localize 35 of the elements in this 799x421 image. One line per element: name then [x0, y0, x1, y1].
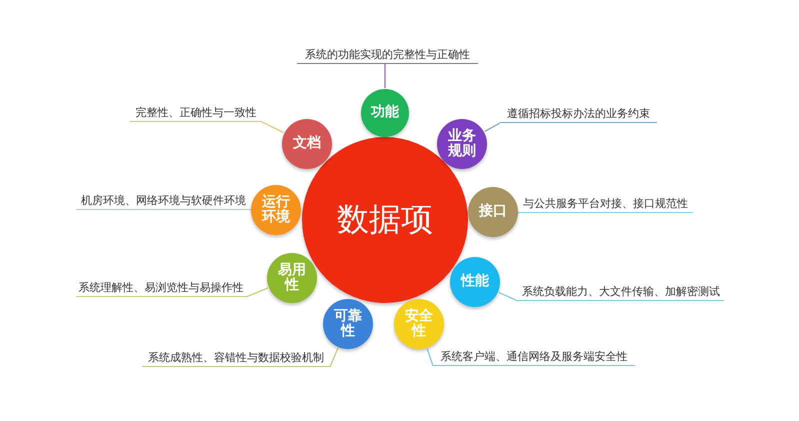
annotation-text: 与公共服务平台对接、接口规范性: [518, 196, 693, 213]
annotation-text: 系统负载能力、大文件传输、加解密测试: [518, 284, 724, 301]
circle-label: 可靠性: [334, 308, 362, 340]
annotation-text: 系统成熟性、容错性与数据校验机制: [142, 350, 330, 367]
circle-label: 功能: [370, 105, 400, 121]
category-circle: [450, 257, 500, 307]
circle-label: 运行环境: [262, 194, 290, 226]
circle-label: 性能: [460, 274, 490, 290]
leader-line: [329, 348, 339, 368]
category-circle: [361, 89, 409, 137]
circle-label: 接口: [478, 204, 508, 220]
leader-line: [426, 348, 434, 366]
annotation-text: 完整性、正确性与一致性: [130, 105, 262, 122]
category-circle: [267, 253, 317, 303]
leader-line: [262, 121, 284, 134]
leader-line: [484, 122, 500, 132]
leader-line: [246, 287, 268, 298]
category-circle: [323, 299, 373, 349]
circle-label: 数据项: [337, 202, 433, 238]
annotation-text: 系统客户端、通信网络及服务端安全性: [433, 349, 635, 366]
annotation-text: 遵循招标投标办法的业务约束: [500, 106, 657, 123]
category-circle: [282, 119, 332, 169]
circle-label: 业务规则: [448, 128, 476, 160]
category-circle: [394, 299, 444, 349]
leader-line: [384, 64, 386, 88]
circle-label: 安全性: [404, 308, 434, 340]
category-circle: [468, 187, 518, 237]
leader-line: [498, 292, 518, 302]
circle-label: 易用性: [278, 262, 306, 294]
category-circle: [437, 119, 487, 169]
category-circle: [251, 185, 301, 235]
annotation-text: 机房环境、网络环境与软硬件环境: [76, 193, 251, 210]
annotation-text: 系统的功能实现的完整性与正确性: [297, 47, 478, 64]
annotation-text: 系统理解性、易浏览性与易操作性: [76, 280, 246, 297]
circle-label: 文档: [292, 136, 322, 152]
